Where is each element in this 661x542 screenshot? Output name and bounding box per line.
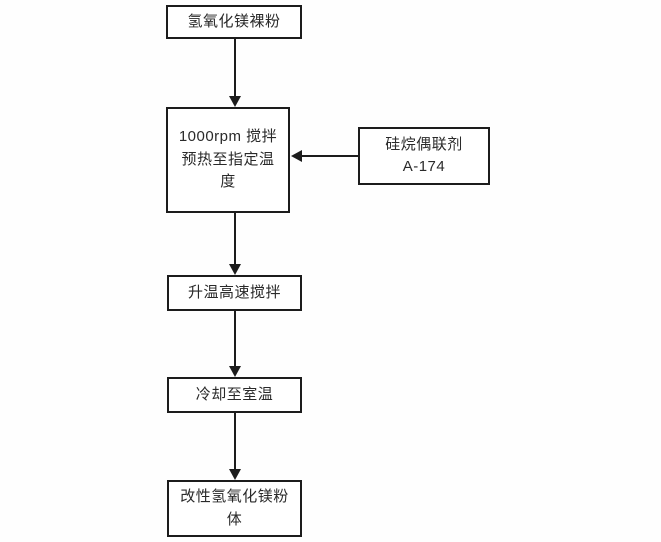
edge-raw-to-preheat-line [234,39,236,97]
edge-cooling-to-product-arrowhead-icon [229,469,241,480]
edge-agent-to-preheat-line [302,155,358,157]
edge-cooling-to-product-line [234,413,236,469]
node-high-speed-stir[interactable]: 升温高速搅拌 [167,275,302,311]
edge-stir-to-cooling-arrowhead-icon [229,366,241,377]
edge-agent-to-preheat-arrowhead-icon [291,150,302,162]
edge-preheat-to-stir-line [234,213,236,264]
edge-stir-to-cooling-line [234,311,236,366]
edge-preheat-to-stir-arrowhead-icon [229,264,241,275]
node-preheat[interactable]: 1000rpm 搅拌 预热至指定温 度 [166,107,290,213]
node-product[interactable]: 改性氢氧化镁粉 体 [167,480,302,537]
node-cooling[interactable]: 冷却至室温 [167,377,302,413]
node-raw-powder[interactable]: 氢氧化镁裸粉 [166,5,302,39]
edge-raw-to-preheat-arrowhead-icon [229,96,241,107]
node-coupling-agent[interactable]: 硅烷偶联剂 A-174 [358,127,490,185]
